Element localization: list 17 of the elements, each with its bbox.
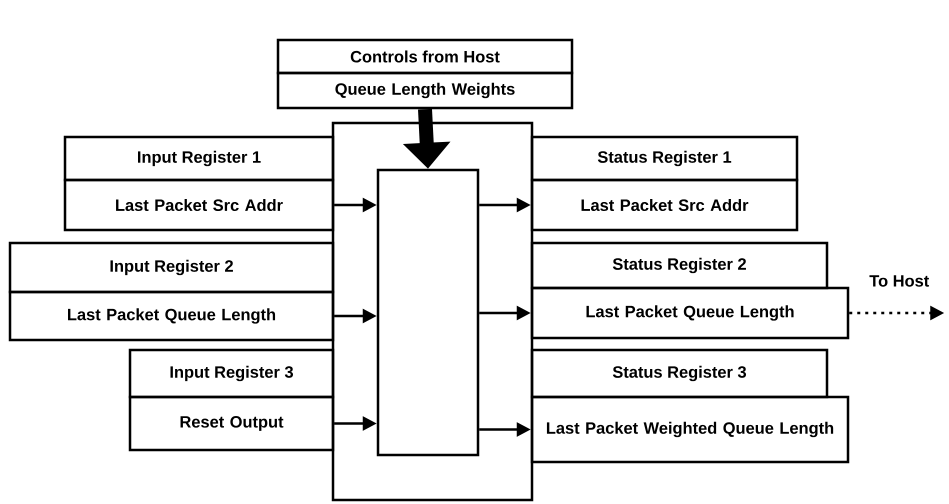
register-box: Status Register 3 Last Packet Weighted Queue Length <box>530 348 850 464</box>
register-box: Controls from Host Queue Length Weights <box>276 38 574 110</box>
edge-label: To Host <box>869 275 930 287</box>
register-box: Status Register 1 Last Packet Src Addr <box>530 136 798 232</box>
register-box: Input Register 1 Last Packet Src Addr <box>64 136 334 232</box>
node-label: Status Register 1 <box>598 150 732 166</box>
register-box: Input Register 3 Reset Output <box>128 348 334 452</box>
register-box: Input Register 2 Last Packet Queue Length <box>8 242 334 342</box>
block-box <box>376 168 480 456</box>
node-label: Status Register 2 <box>612 258 746 274</box>
register-box: Status Register 2 Last Packet Queue Length <box>530 242 850 340</box>
node-label: Input Register 1 <box>138 150 261 166</box>
node-label: Status Register 3 <box>612 366 746 382</box>
node-label: Controls from Host <box>350 50 500 63</box>
node-label: Input Register 3 <box>170 366 294 382</box>
block-box <box>332 122 534 502</box>
node-label: Last Packet Queue Length <box>68 308 276 324</box>
